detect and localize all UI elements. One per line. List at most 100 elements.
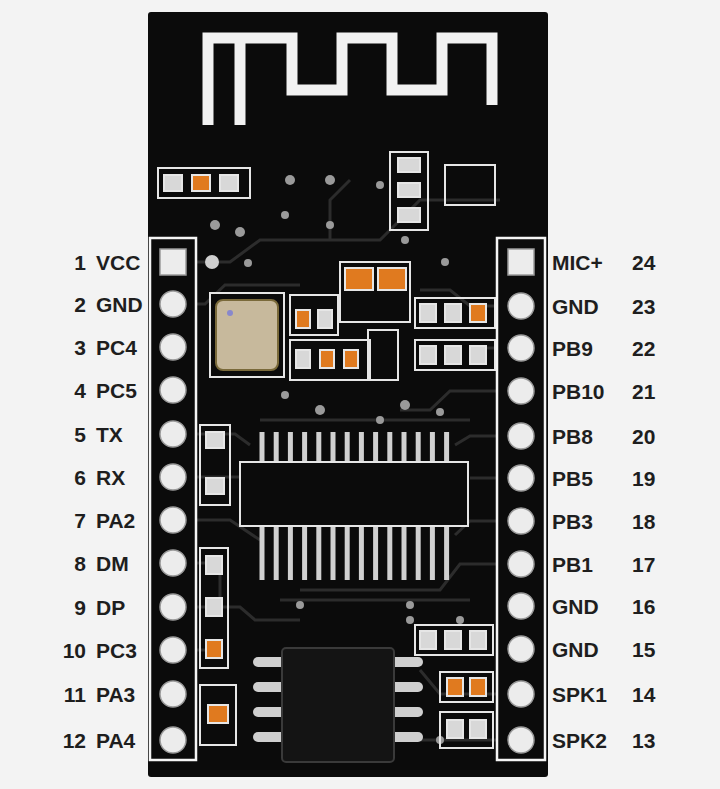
board-detail	[445, 165, 495, 205]
pin-number: 12	[63, 730, 86, 751]
board-detail	[206, 598, 222, 616]
board-detail	[216, 300, 278, 370]
pin-number: 1	[74, 252, 86, 273]
board-detail	[406, 616, 414, 624]
board-detail	[281, 391, 289, 399]
board-detail	[398, 183, 420, 197]
board-detail	[430, 526, 435, 580]
pin-number: 15	[632, 639, 655, 660]
board-detail	[281, 211, 289, 219]
amp-ic	[258, 648, 418, 762]
board-detail	[240, 462, 468, 526]
board-detail	[406, 601, 414, 609]
board-detail	[508, 636, 534, 662]
board-detail	[441, 258, 449, 266]
pin-number: 8	[74, 553, 86, 574]
board-detail	[260, 419, 470, 422]
board-detail	[376, 416, 384, 424]
board-detail	[282, 648, 394, 762]
pcb-antenna	[208, 38, 492, 125]
board-detail	[387, 432, 392, 462]
crystal-oscillator	[210, 293, 284, 377]
board-detail	[320, 350, 334, 368]
board-detail	[376, 181, 384, 189]
board-detail	[260, 432, 265, 462]
board-detail	[447, 678, 463, 696]
board-detail	[430, 432, 435, 462]
board-detail	[400, 391, 497, 410]
pin-number: 18	[632, 511, 655, 532]
board-detail	[331, 526, 336, 580]
board-detail	[160, 594, 186, 620]
board-detail	[325, 175, 335, 185]
pin-name: DP	[96, 597, 125, 618]
board-detail	[508, 378, 534, 404]
board-detail	[200, 425, 230, 505]
main-ic	[240, 432, 468, 580]
pin-number: 23	[632, 296, 655, 317]
board-detail	[456, 616, 464, 624]
board-detail	[508, 249, 534, 275]
board-detail	[258, 707, 285, 717]
board-detail	[345, 526, 350, 580]
board-detail	[387, 526, 392, 580]
pin-number: 22	[632, 338, 655, 359]
board-detail	[390, 152, 428, 230]
pin-name: SPK1	[552, 684, 607, 705]
board-detail	[316, 432, 321, 462]
board-detail	[296, 601, 304, 609]
board-detail	[508, 551, 534, 577]
pin-name: PB9	[552, 338, 593, 359]
pin-number: 24	[632, 252, 655, 273]
board-detail	[164, 175, 182, 191]
pcb-board	[148, 12, 548, 777]
pin-name: PB5	[552, 468, 593, 489]
board-detail	[445, 346, 461, 364]
board-detail	[205, 255, 219, 269]
board-detail	[260, 526, 265, 580]
board-detail	[160, 727, 186, 753]
board-detail	[368, 330, 398, 380]
pin-name: RX	[96, 467, 125, 488]
board-detail	[508, 335, 534, 361]
board-detail	[440, 672, 493, 702]
pin-number: 3	[74, 337, 86, 358]
pin-number: 21	[632, 381, 655, 402]
board-detail	[497, 238, 545, 760]
board-detail	[200, 685, 236, 745]
board-detail	[402, 432, 407, 462]
pin-name: MIC+	[552, 252, 603, 273]
pin-number: 19	[632, 468, 655, 489]
board-detail	[160, 334, 186, 360]
board-detail	[192, 175, 210, 191]
pin-number: 17	[632, 554, 655, 575]
pin-number: 9	[74, 597, 86, 618]
board-detail	[235, 227, 245, 237]
pin-name: PB8	[552, 426, 593, 447]
pin-name: PB1	[552, 554, 593, 575]
pin-name: PC4	[96, 337, 137, 358]
board-detail	[285, 175, 295, 185]
board-detail	[160, 291, 186, 317]
board-detail	[258, 732, 285, 742]
board-detail	[415, 298, 495, 328]
board-detail	[373, 432, 378, 462]
board-detail	[508, 593, 534, 619]
board-detail	[244, 259, 252, 267]
pin-name: PA4	[96, 730, 135, 751]
board-detail	[160, 550, 186, 576]
board-detail	[258, 657, 285, 667]
pin-name: PA2	[96, 510, 135, 531]
board-detail	[302, 526, 307, 580]
board-detail	[296, 310, 310, 328]
board-detail	[445, 631, 461, 649]
board-detail	[398, 208, 420, 222]
board-detail	[160, 464, 186, 490]
pin-name: PA3	[96, 684, 135, 705]
board-detail	[206, 640, 222, 658]
board-detail	[210, 293, 284, 377]
board-detail	[208, 38, 492, 125]
board-detail	[302, 432, 307, 462]
board-detail	[508, 681, 534, 707]
